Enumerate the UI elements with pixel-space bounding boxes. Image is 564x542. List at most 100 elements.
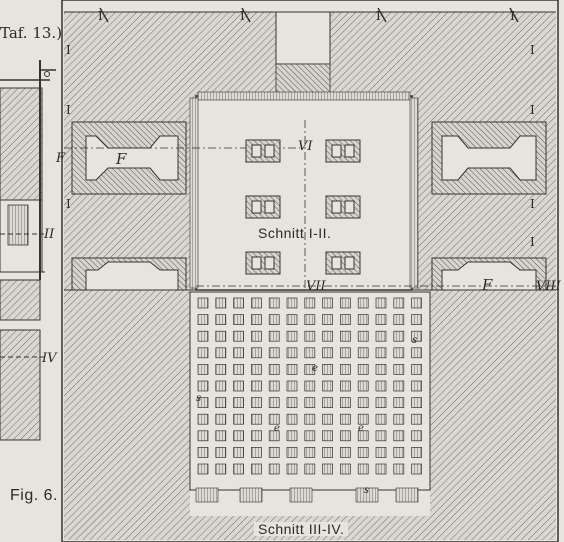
checker-brick <box>304 347 316 359</box>
checker-brick <box>251 297 262 309</box>
checker-brick <box>357 463 369 475</box>
checker-brick <box>357 330 369 342</box>
checker-brick <box>286 364 298 375</box>
checker-brick <box>215 330 227 342</box>
checker-brick <box>268 364 280 375</box>
checker-brick <box>286 297 298 309</box>
section-mark-i-9: I <box>66 197 71 211</box>
burner-block-1 <box>245 139 281 163</box>
checker-brick <box>215 347 227 359</box>
ref-e-1: e <box>312 363 318 374</box>
checker-brick <box>233 413 244 425</box>
checker-brick <box>251 347 262 359</box>
checker-brick <box>268 430 280 442</box>
checker-brick <box>340 330 351 342</box>
checker-brick <box>286 463 298 475</box>
right-chamber-upper <box>431 121 547 195</box>
checker-brick <box>304 430 316 442</box>
ref-e-2: e <box>274 423 280 434</box>
checker-brick <box>375 380 387 392</box>
lower-section-caption: Schnitt III-IV. <box>254 522 349 536</box>
section-mark-ii: II <box>44 227 55 242</box>
checker-brick <box>251 397 262 408</box>
figure-label: Fig. 6. <box>10 487 58 504</box>
checker-brick <box>375 364 387 375</box>
checker-brick <box>286 413 298 425</box>
checker-brick <box>375 413 387 425</box>
checker-brick <box>268 413 280 425</box>
section-mark-i-7: I <box>66 103 71 117</box>
checker-brick <box>233 463 244 475</box>
checker-brick <box>304 297 316 309</box>
lower-masonry <box>64 289 556 540</box>
checker-brick <box>393 447 405 458</box>
checker-brick <box>393 430 405 442</box>
section-mark-i-3: I <box>376 9 381 23</box>
checker-brick <box>304 380 316 392</box>
checker-brick <box>322 330 333 342</box>
checker-brick <box>322 413 333 425</box>
section-mark-viii: VIII <box>536 279 561 294</box>
right-chamber-lower <box>431 257 547 291</box>
checker-brick <box>215 314 227 325</box>
checker-brick <box>215 463 227 475</box>
checker-brick <box>411 347 422 359</box>
checker-brick <box>357 364 369 375</box>
checker-brick <box>268 380 280 392</box>
plate-reference: Taf. 13.) <box>0 24 63 42</box>
checker-brick <box>251 364 262 375</box>
ref-s-3: s <box>364 485 370 496</box>
checker-brick <box>393 397 405 408</box>
checker-brick <box>340 314 351 325</box>
checker-brick <box>215 364 227 375</box>
checker-brick <box>233 447 244 458</box>
checker-brick <box>357 447 369 458</box>
checker-brick <box>233 380 244 392</box>
ref-f-right: F <box>482 276 493 294</box>
upper-section-caption: Schnitt I-II. <box>258 225 332 241</box>
checker-brick <box>375 314 387 325</box>
checker-brick <box>375 447 387 458</box>
checker-brick <box>197 447 209 458</box>
checker-brick <box>268 330 280 342</box>
checker-brick <box>340 380 351 392</box>
ref-f-left-small: F <box>56 151 66 166</box>
checker-brick <box>411 380 422 392</box>
checker-brick <box>411 413 422 425</box>
checker-brick <box>304 314 316 325</box>
burner-block-2 <box>325 139 361 163</box>
checker-brick <box>197 347 209 359</box>
checker-brick <box>340 463 351 475</box>
left-chamber-upper <box>71 121 187 195</box>
checker-brick <box>357 297 369 309</box>
checker-brick <box>393 297 405 309</box>
checker-brick <box>322 397 333 408</box>
checker-brick <box>375 297 387 309</box>
checker-brick <box>411 330 422 342</box>
burner-block-5 <box>245 251 281 275</box>
checker-brick <box>233 347 244 359</box>
checker-brick <box>233 430 244 442</box>
burner-block-3 <box>245 195 281 219</box>
checker-brick <box>411 430 422 442</box>
checker-brick <box>357 430 369 442</box>
checker-brick <box>393 380 405 392</box>
checker-brick <box>411 397 422 408</box>
checker-brick <box>286 380 298 392</box>
section-mark-i-10: I <box>530 197 535 211</box>
checker-brick <box>375 430 387 442</box>
checker-brick <box>340 297 351 309</box>
checker-brick <box>322 347 333 359</box>
checker-brick <box>233 297 244 309</box>
checker-brick <box>393 314 405 325</box>
left-partial-figure <box>0 60 56 441</box>
checker-brick <box>286 430 298 442</box>
section-mark-i-1: I <box>98 9 103 23</box>
checker-brick <box>197 314 209 325</box>
checker-brick <box>322 314 333 325</box>
checker-brick <box>322 297 333 309</box>
checker-brick <box>286 447 298 458</box>
checker-brick <box>340 397 351 408</box>
section-mark-i-11: I <box>530 235 535 249</box>
